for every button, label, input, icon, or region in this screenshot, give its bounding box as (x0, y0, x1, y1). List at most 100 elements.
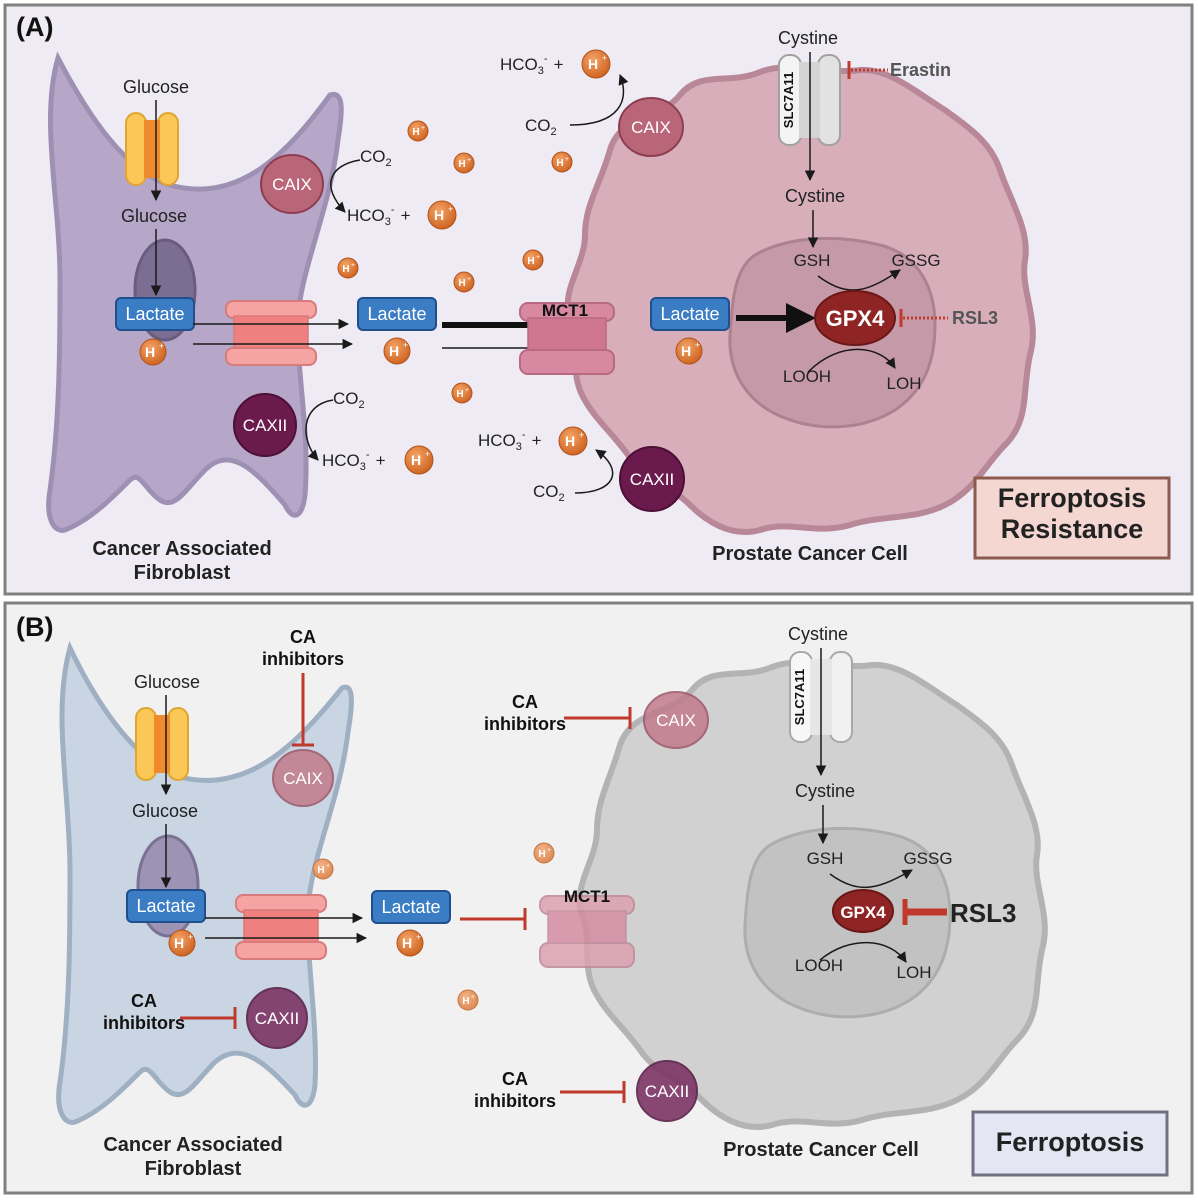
pcc-caxii-co2-a: CO2 (533, 482, 565, 504)
svg-text:+: + (602, 53, 607, 63)
gpx4-label-b: GPX4 (840, 903, 886, 922)
caf-lactate-box-a (115, 297, 195, 331)
pcc-caix-proton-a: H + (581, 49, 611, 79)
svg-text:H: H (402, 935, 412, 951)
cystine-in-label-b: Cystine (795, 781, 855, 801)
ext-lactate-label-a: Lactate (367, 304, 426, 324)
slc7a11-label-a: SLC7A11 (781, 72, 796, 128)
caf-caix-proton-a: H + (427, 200, 457, 230)
caf-caxii-a (233, 393, 297, 457)
pcc-name-a: Prostate Cancer Cell (712, 543, 908, 565)
svg-text:+: + (188, 932, 193, 942)
caf-caxii-b (246, 987, 308, 1049)
ext-lactate-box-b (371, 890, 451, 924)
caf-proton-b: H + (168, 929, 196, 957)
svg-text:+: + (351, 262, 355, 269)
svg-text:+: + (416, 932, 421, 942)
svg-text:+: + (403, 340, 408, 350)
caf-caxii-proton-a: H + (404, 445, 434, 475)
svg-text:+: + (536, 254, 540, 261)
pcc-caix-hco3-a: HCO3-+ (500, 53, 564, 77)
pcc-lactate-proton-a: H + (675, 337, 703, 365)
svg-text:H: H (458, 278, 465, 289)
svg-text:H: H (389, 343, 399, 359)
cystine-in-label-a: Cystine (785, 186, 845, 206)
svg-text:+: + (159, 341, 164, 351)
caf-caxii-label-a: CAXII (243, 416, 287, 435)
pcc-caix-co2-a: CO2 (525, 116, 557, 138)
svg-text:+: + (326, 863, 330, 870)
gssg-label-a: GSSG (891, 251, 940, 270)
svg-text:H: H (556, 158, 563, 169)
free-protons-b: H+ H+ H+ (312, 842, 555, 1011)
caf-lactate-label-a: Lactate (125, 304, 184, 324)
caf-lactate-box-b (126, 889, 206, 923)
rsl3-label-a: RSL3 (952, 308, 998, 328)
svg-text:H: H (145, 344, 155, 360)
caf-name-b-line1: Cancer Associated (103, 1134, 282, 1156)
gpx4-label-a: GPX4 (826, 306, 885, 331)
pcc-caix-a (618, 97, 684, 157)
caf-lactate-label-b: Lactate (136, 896, 195, 916)
ext-lactate-proton-a: H + (383, 337, 411, 365)
ext-lactate-proton-b: H + (396, 929, 424, 957)
glucose-label-b: Glucose (134, 672, 200, 692)
pcc-lactate-box-a (650, 297, 730, 331)
glucose-transporter-a (125, 112, 179, 186)
svg-text:H: H (456, 389, 463, 400)
rsl3-label-b: RSL3 (950, 898, 1016, 928)
ca-inhibitors-pcc-bottom-line2: inhibitors (474, 1091, 556, 1111)
gssg-label-b: GSSG (903, 849, 952, 868)
cystine-out-label-a: Cystine (778, 28, 838, 48)
svg-text:H: H (588, 56, 598, 72)
svg-text:H: H (462, 996, 469, 1007)
caf-caix-a (260, 154, 324, 214)
svg-text:+: + (547, 847, 551, 854)
looh-label-a: LOOH (783, 367, 831, 386)
svg-text:+: + (579, 430, 584, 440)
svg-text:+: + (467, 157, 471, 164)
caf-caxii-hco3-a: HCO3-+ (322, 449, 386, 473)
svg-text:+: + (467, 276, 471, 283)
caf-caix-b (272, 749, 334, 807)
pcc-caxii-hco3-a: HCO3-+ (478, 429, 542, 453)
caf-caix-label-a: CAIX (272, 175, 312, 194)
pcc-name-b: Prostate Cancer Cell (723, 1139, 919, 1161)
loh-label-a: LOH (887, 374, 922, 393)
outcome-a-line1: Ferroptosis (998, 483, 1147, 513)
svg-text:H: H (412, 127, 419, 138)
ca-inhibitors-top-line1: CA (290, 627, 316, 647)
caf-caix-label-b: CAIX (283, 769, 323, 788)
svg-text:H: H (681, 343, 691, 359)
glucose-inside-label-a: Glucose (121, 206, 187, 226)
pcc-caxii-b (636, 1060, 698, 1122)
panel-b: (B) Glucose Glucose Lactate H + CAIX (3, 601, 1194, 1195)
svg-text:H: H (342, 264, 349, 275)
outcome-a-line2: Resistance (1001, 514, 1144, 544)
mct1-label-b: MCT1 (564, 887, 610, 906)
pcc-lactate-label-a: Lactate (660, 304, 719, 324)
svg-text:+: + (465, 387, 469, 394)
glucose-inside-label-b: Glucose (132, 801, 198, 821)
ext-lactate-box-a (357, 297, 437, 331)
panel-a: (A) Glucose Glucose Lactate H + (3, 3, 1194, 596)
mct4-transporter-b (235, 894, 327, 960)
svg-text:+: + (448, 204, 453, 214)
loh-label-b: LOH (897, 963, 932, 982)
svg-text:+: + (695, 340, 700, 350)
slc7a11-transporter-a (778, 54, 841, 146)
ca-inhibitors-caf-line1: CA (131, 991, 157, 1011)
ext-lactate-label-b: Lactate (381, 897, 440, 917)
pcc-caix-label-a: CAIX (631, 118, 671, 137)
outcome-box-a (973, 476, 1171, 560)
caf-caix-hco3-a: HCO3-+ (347, 204, 411, 228)
caf-caxii-co2-a: CO2 (333, 389, 365, 411)
mct1-label-a: MCT1 (542, 301, 588, 320)
looh-label-b: LOOH (795, 956, 843, 975)
mct4-transporter-a (225, 300, 317, 366)
caf-proton-a: H + (139, 338, 167, 366)
glucose-transporter-b (135, 707, 189, 781)
svg-text:+: + (421, 125, 425, 132)
svg-text:+: + (425, 449, 430, 459)
pcc-caxii-proton-a: H + (558, 426, 588, 456)
